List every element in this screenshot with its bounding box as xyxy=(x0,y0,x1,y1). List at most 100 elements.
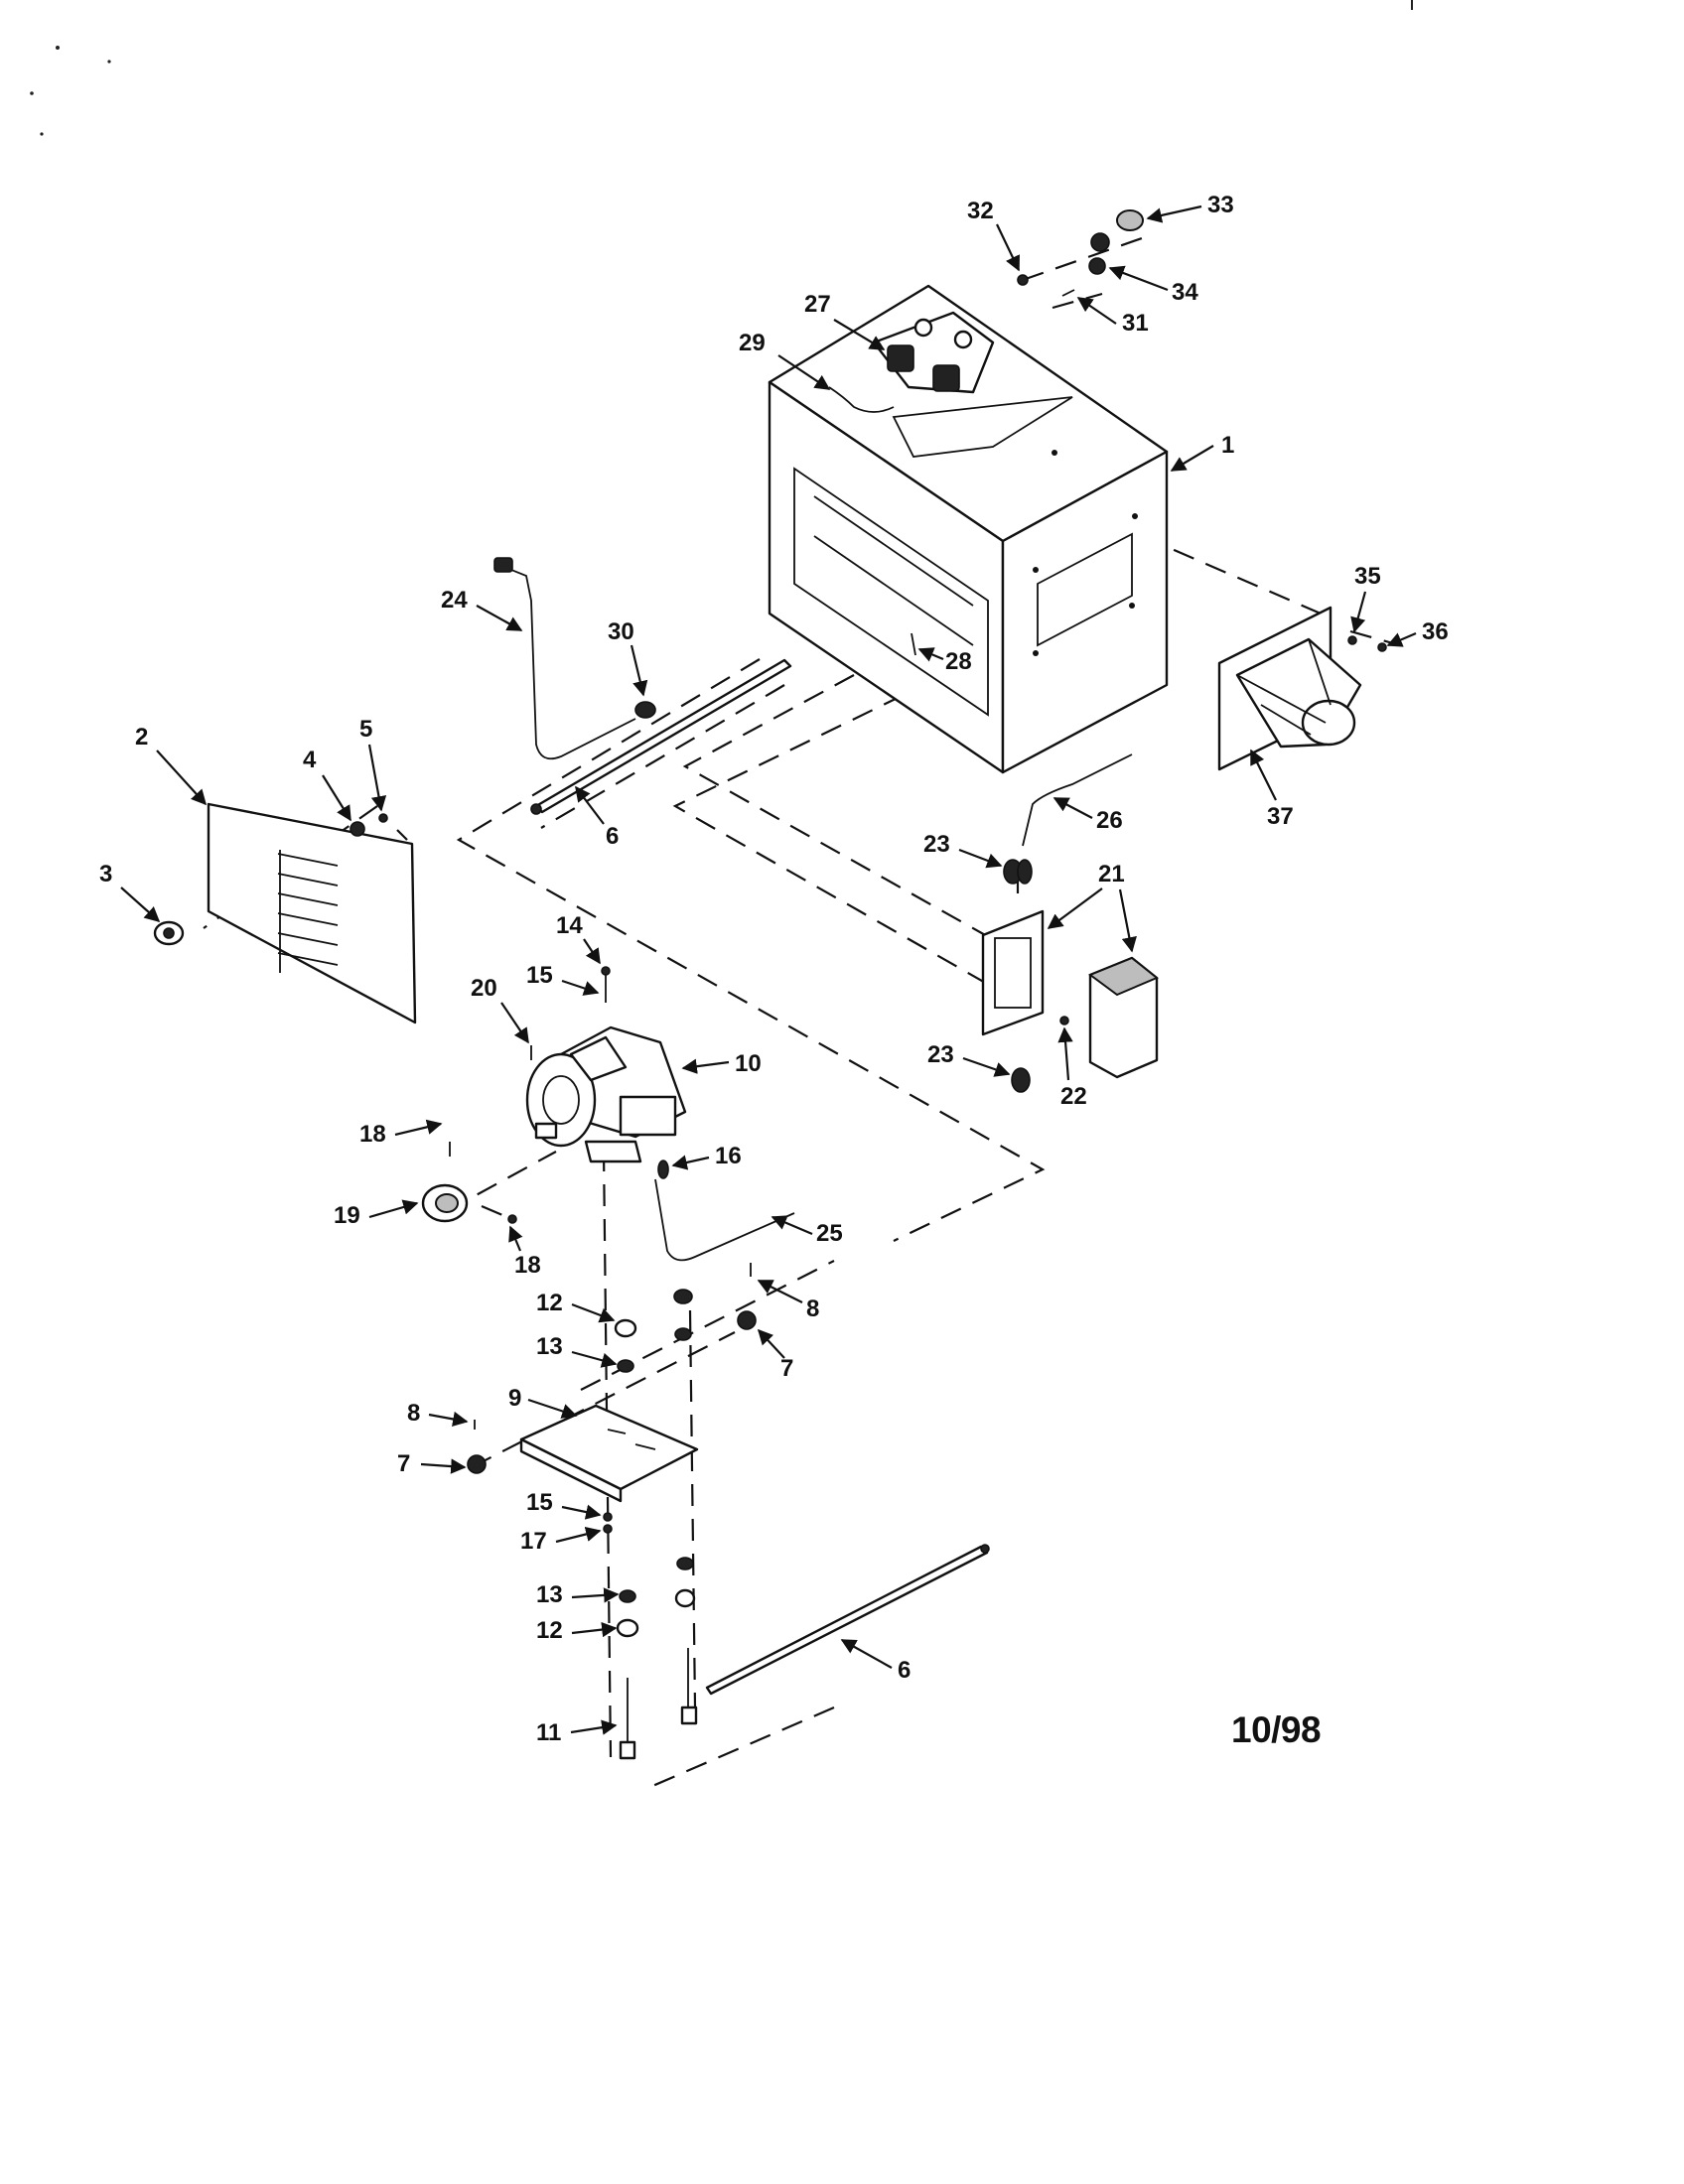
callout-26: 26 xyxy=(1096,807,1123,834)
callout-28: 28 xyxy=(945,648,972,675)
capacitor-assembly xyxy=(981,859,1159,1093)
leader-35 xyxy=(1350,591,1367,633)
leader-14 xyxy=(583,938,601,965)
knob-hardware xyxy=(1017,209,1144,297)
leader-7-left xyxy=(420,1458,467,1474)
louvered-panel xyxy=(153,802,417,1024)
leader-34 xyxy=(1108,265,1169,292)
leader-2 xyxy=(156,750,208,806)
callout-21: 21 xyxy=(1098,861,1125,887)
leader-10 xyxy=(681,1058,730,1074)
callout-25: 25 xyxy=(816,1220,843,1247)
switch-panel xyxy=(828,311,995,413)
callout-2: 2 xyxy=(135,724,148,751)
callout-9: 9 xyxy=(508,1385,521,1412)
leader-29 xyxy=(777,354,831,390)
callout-37: 37 xyxy=(1267,803,1294,830)
callout-7-right: 7 xyxy=(780,1355,793,1382)
callout-36: 36 xyxy=(1422,618,1449,645)
scan-specks xyxy=(30,0,1413,136)
callout-13-upper: 13 xyxy=(536,1333,563,1360)
callout-4: 4 xyxy=(303,747,317,773)
leader-33 xyxy=(1146,205,1202,223)
callout-5: 5 xyxy=(359,716,372,743)
callout-6-upper: 6 xyxy=(606,823,619,850)
motor-hardware xyxy=(421,966,669,1224)
leader-5 xyxy=(367,744,387,812)
callout-8-left: 8 xyxy=(407,1400,420,1427)
callout-7-left: 7 xyxy=(397,1450,410,1477)
leader-3 xyxy=(120,887,161,923)
leader-13-upper xyxy=(571,1350,618,1368)
leader-20 xyxy=(500,1002,529,1044)
leader-28 xyxy=(917,647,944,662)
leader-8-right xyxy=(757,1280,803,1303)
leader-24 xyxy=(476,605,523,631)
callout-1: 1 xyxy=(1221,432,1234,459)
leader-26 xyxy=(1052,797,1093,819)
callout-19: 19 xyxy=(334,1202,360,1229)
leader-7-right xyxy=(757,1328,785,1359)
callout-17: 17 xyxy=(520,1528,547,1555)
leader-6-lower xyxy=(840,1639,893,1669)
cord-26 xyxy=(911,632,1133,847)
callout-10: 10 xyxy=(735,1050,762,1077)
leader-18-lower xyxy=(508,1225,523,1252)
leader-32 xyxy=(996,223,1020,272)
leader-23-lower xyxy=(962,1056,1011,1077)
leader-30 xyxy=(630,644,648,697)
callout-27: 27 xyxy=(804,291,831,318)
leader-25 xyxy=(771,1215,813,1236)
callout-labels: 1 2 3 4 5 6 6 7 7 8 8 9 10 11 12 12 13 xyxy=(99,192,1449,1746)
motor xyxy=(525,1025,687,1163)
callout-13-lower: 13 xyxy=(536,1581,563,1608)
callout-14: 14 xyxy=(556,912,583,939)
callout-22: 22 xyxy=(1060,1083,1087,1110)
callout-3: 3 xyxy=(99,861,112,887)
leader-16 xyxy=(671,1155,710,1170)
air-duct xyxy=(1217,606,1387,771)
cord-25 xyxy=(654,1178,795,1262)
rod-upper xyxy=(530,658,792,815)
revision-date-code: 10/98 xyxy=(1231,1709,1322,1750)
leader-21b xyxy=(1118,888,1137,953)
cord-24 xyxy=(493,557,656,760)
callout-11: 11 xyxy=(536,1719,561,1746)
leader-13-lower xyxy=(571,1587,620,1603)
callout-20: 20 xyxy=(471,975,497,1002)
callout-15-upper: 15 xyxy=(526,962,553,989)
leader-17 xyxy=(555,1526,602,1544)
callout-12-upper: 12 xyxy=(536,1290,563,1316)
callout-8-right: 8 xyxy=(806,1296,819,1322)
callout-24: 24 xyxy=(441,587,468,614)
callout-12-lower: 12 xyxy=(536,1617,563,1644)
callout-31: 31 xyxy=(1122,310,1149,337)
callout-6-lower: 6 xyxy=(898,1657,911,1684)
leader-23-upper xyxy=(958,848,1003,869)
leader-22 xyxy=(1057,1026,1073,1081)
callout-18-lower: 18 xyxy=(514,1252,541,1279)
leader-19 xyxy=(368,1199,419,1219)
leader-9 xyxy=(527,1398,578,1419)
leader-11 xyxy=(570,1719,618,1735)
leader-15-lower xyxy=(561,1504,602,1520)
callout-15-lower: 15 xyxy=(526,1489,553,1516)
rod-lower xyxy=(705,1544,990,1696)
callout-29: 29 xyxy=(739,330,766,356)
callout-18-upper: 18 xyxy=(359,1121,386,1148)
leader-18-upper xyxy=(394,1119,443,1137)
callout-32: 32 xyxy=(967,198,994,224)
callout-34: 34 xyxy=(1172,279,1198,306)
callout-30: 30 xyxy=(608,618,634,645)
leader-12-upper xyxy=(571,1302,616,1323)
leader-8-left xyxy=(428,1411,469,1428)
callout-35: 35 xyxy=(1354,563,1381,590)
leader-4 xyxy=(322,774,351,822)
leader-12-lower xyxy=(571,1621,618,1638)
leader-6-upper xyxy=(575,785,605,825)
leader-31 xyxy=(1076,297,1117,325)
callout-23-upper: 23 xyxy=(923,831,950,858)
leader-1 xyxy=(1170,445,1214,472)
motor-base xyxy=(467,1263,757,1760)
